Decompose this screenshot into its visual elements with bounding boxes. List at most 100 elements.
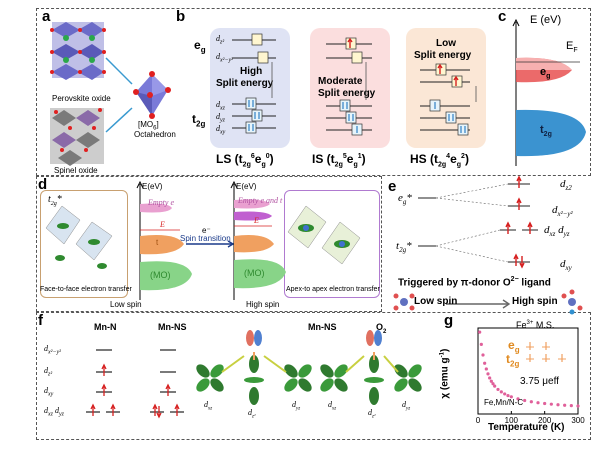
empty-eg-left: Empty e	[148, 198, 174, 207]
orb-dxz-b: dxz	[216, 100, 225, 112]
t2g-label-c: t2g	[540, 124, 552, 139]
row-dxz-dyz: dxz dyz	[44, 406, 64, 418]
aa-caption: Apex-to apex electron transfer	[286, 286, 380, 293]
low-spin-d: Low spin	[110, 300, 142, 309]
t2g-star-d: t2g*	[48, 194, 62, 207]
chart-g-mueff: 3.75 μeff	[520, 376, 559, 387]
orb-label-dxz-1: dxz	[204, 400, 213, 412]
t2g-star-e: t2g*	[396, 240, 412, 255]
hs-caption: HS (t2g4eg2)	[410, 152, 469, 169]
energy-axis-label-c: E (eV)	[530, 14, 562, 26]
t2g-label-b: t2g	[192, 112, 206, 129]
panel-label-a: a	[42, 8, 51, 25]
chart-g-xtick-label-2: 200	[538, 416, 552, 425]
chart-g-point-9	[493, 384, 497, 388]
orb-label-dyz-1: dyz	[292, 400, 301, 412]
spin-transition-label: Spin transition	[180, 234, 231, 243]
eg-label-b: eg	[194, 38, 206, 55]
orb-label-dyz-2: dyz	[402, 400, 411, 412]
ls-caption: LS (t2g6eg0)	[216, 152, 274, 169]
energy-axis-right-d: E(eV)	[236, 182, 257, 191]
chart-g-point-20	[549, 402, 553, 406]
orb-dz2-b: dz²	[216, 34, 225, 46]
ls-molecule-icon	[393, 293, 415, 311]
o2-orbital-2	[366, 330, 382, 346]
eg-star-e: eg*	[398, 192, 412, 207]
chart-g-point-7	[489, 379, 493, 383]
chart-g-point-0	[478, 330, 482, 334]
chart-g-point-24	[576, 404, 580, 408]
chart-g-point-21	[556, 403, 560, 407]
chart-g-point-23	[569, 404, 573, 408]
orb-dx2y2-b: dx²−y²	[216, 52, 233, 64]
is-split-text-1: Moderate	[318, 76, 363, 87]
ls-split-text-1: High	[240, 66, 263, 77]
frame-bottom	[36, 312, 591, 440]
row-dx2y2: dx²−y²	[44, 344, 61, 356]
col-mn-ns-2: Mn-NS	[308, 322, 337, 332]
frame-top	[36, 8, 591, 176]
chart-g-point-1	[479, 342, 483, 346]
eg-label-c: eg	[540, 66, 551, 81]
chart-g-point-14	[509, 395, 513, 399]
chart-g-point-17	[529, 400, 533, 404]
frame-d	[36, 176, 382, 312]
ef-left-d: E	[160, 220, 165, 229]
mo6-label: [MO6]	[138, 120, 159, 132]
chart-g-point-4	[484, 367, 488, 371]
chart-g-point-18	[536, 401, 540, 405]
orb-dz2-e: dz2	[560, 178, 572, 193]
chart-g-xtick-label-3: 300	[571, 416, 585, 425]
chart-g-point-16	[523, 398, 527, 403]
mo-left-d: (MO)	[150, 270, 171, 280]
e-minus-d: e⁻	[202, 226, 211, 235]
low-spin-e: Low spin	[414, 296, 458, 307]
orb-dxy-e: dxy	[560, 258, 572, 273]
panel-label-b: b	[176, 8, 186, 25]
panel-label-e: e	[388, 178, 397, 195]
hs-box	[406, 28, 486, 148]
orbital-dz2-1	[244, 355, 264, 405]
ff-caption: Face-to-face electron transfer	[40, 286, 132, 293]
ff-octahedra	[45, 205, 113, 269]
o2-orbital-1	[246, 330, 262, 346]
triggered-label: Triggered by π-donor O2− ligand	[398, 276, 551, 289]
ef-right-d: E	[254, 216, 259, 225]
orb-label-dz2-1: dz²	[248, 408, 256, 420]
chart-g-point-10	[496, 387, 500, 392]
chart-g-point-2	[481, 353, 485, 357]
row-dz2: dz²	[44, 366, 53, 378]
ef-label-c: EF	[566, 40, 578, 55]
perovskite-lattice	[50, 22, 106, 80]
chart-g-ylabel: χ (emu g-1)	[439, 348, 451, 399]
empty-eg-right: Empty e and t	[238, 196, 283, 205]
hs-split-text-2: Split energy	[414, 50, 472, 61]
chart-g-point-6	[488, 376, 492, 380]
chart-g-point-5	[486, 372, 490, 376]
chart-g-xtick-label-1: 100	[505, 416, 519, 425]
hs-split-text-1: Low	[436, 38, 456, 49]
col-o2: O2	[376, 322, 387, 335]
col-mn-ns-1: Mn-NS	[158, 322, 187, 332]
orbital-dz2-2	[364, 355, 384, 405]
chart-g-title: Fe3+ M.S.	[516, 320, 555, 330]
panel-label-c: c	[498, 8, 507, 25]
aa-octahedra	[287, 205, 361, 265]
col-mn-n: Mn-N	[94, 322, 117, 332]
chart-g-plot-frame	[477, 327, 579, 415]
orb-label-dz2-2: dz²	[368, 408, 376, 420]
chart-g-xlabel: Temperature (K)	[488, 422, 565, 433]
chart-g-xtick-label-0: 0	[476, 416, 481, 425]
spinel-label: Spinel oxide	[54, 166, 98, 175]
chart-g-point-15	[516, 397, 520, 401]
chart-g-point-3	[483, 361, 487, 365]
chart-g-point-12	[503, 392, 507, 396]
orb-dxz-dyz-e: dxz dyz	[544, 224, 570, 239]
high-spin-e: High spin	[512, 296, 558, 307]
ls-split-text-2: Split energy	[216, 78, 274, 89]
